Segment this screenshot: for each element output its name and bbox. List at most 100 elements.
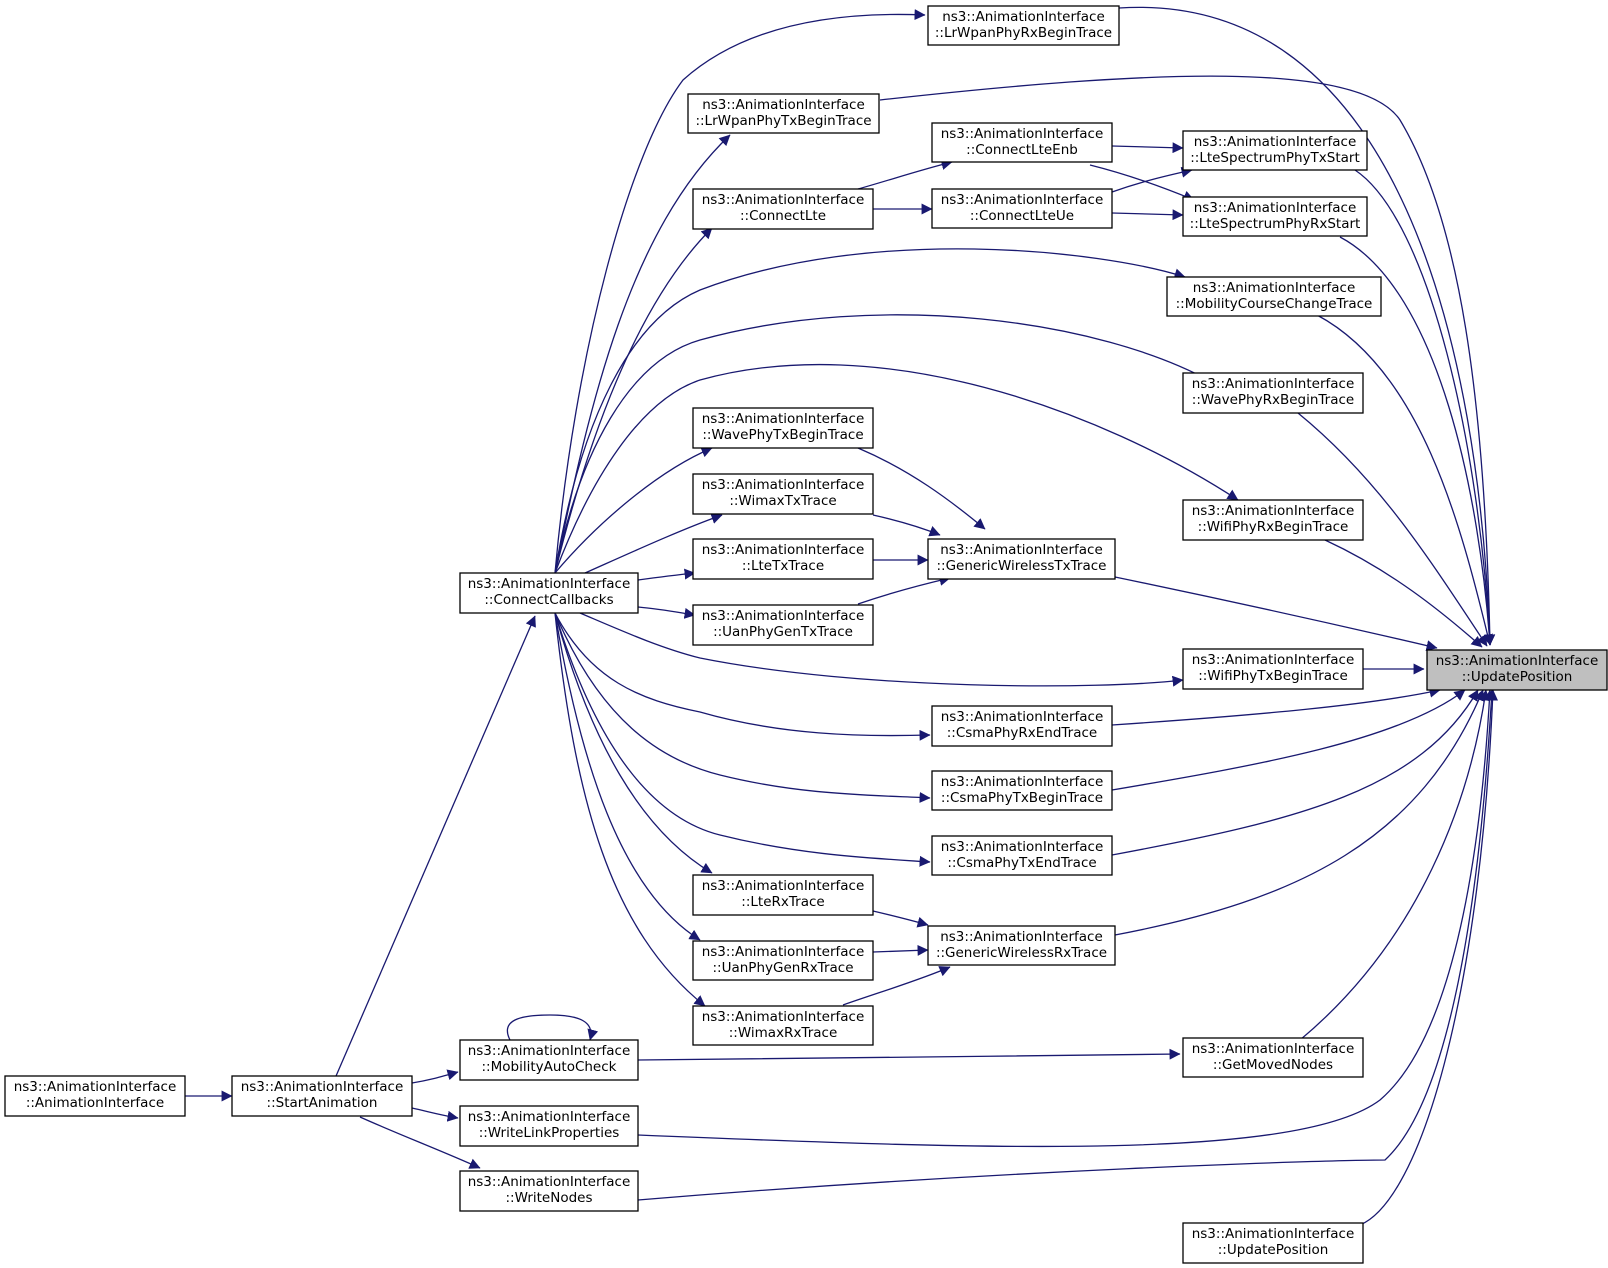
edge-cb-csmarx	[554, 612, 931, 741]
node-updateposition[interactable]: ns3::AnimationInterface::UpdatePosition	[1426, 649, 1608, 691]
edge-lrrx-root	[1118, 6, 1496, 646]
node-box	[692, 604, 874, 646]
node-lterxtrace[interactable]: ns3::AnimationInterface::LteRxTrace	[692, 874, 874, 916]
edge-cb-mob	[554, 248, 1186, 574]
node-connectlte[interactable]: ns3::AnimationInterface::ConnectLte	[692, 188, 874, 230]
node-mobilityautocheck[interactable]: ns3::AnimationInterface::MobilityAutoChe…	[459, 1039, 639, 1081]
node-function-label: ::CsmaPhyRxEndTrace	[947, 725, 1098, 741]
edge-cb-lrrx	[554, 9, 926, 574]
edge-mac-self	[506, 1014, 599, 1041]
node-connectcallbacks[interactable]: ns3::AnimationInterface::ConnectCallback…	[459, 572, 639, 614]
node-namespace-label: ns3::AnimationInterface	[702, 411, 865, 427]
edge-gtx-root	[1114, 576, 1438, 651]
node-namespace-label: ns3::AnimationInterface	[702, 192, 865, 208]
edge-enb-ltetxs	[1111, 142, 1184, 154]
edge-cb-wavetx	[554, 447, 713, 574]
edge-ltetxs-root	[1354, 169, 1495, 646]
edge-lterxs-root	[1339, 236, 1495, 646]
node-connectlteenb[interactable]: ns3::AnimationInterface::ConnectLteEnb	[931, 122, 1113, 163]
node-box	[692, 940, 874, 981]
edge-lterx-grx	[872, 910, 929, 928]
edge-start-wn	[359, 1116, 481, 1169]
node-function-label: ::StartAnimation	[267, 1095, 378, 1111]
node-wifiphyrxbegintrace[interactable]: ns3::AnimationInterface::WifiPhyRxBeginT…	[1182, 499, 1364, 541]
node-updateposition[interactable]: ns3::AnimationInterface::UpdatePosition	[1182, 1222, 1364, 1264]
node-function-label: ::UanPhyGenRxTrace	[713, 960, 854, 976]
node-function-label: ::WifiPhyRxBeginTrace	[1198, 519, 1349, 535]
edge-uanrx-grx	[872, 944, 929, 956]
node-box	[692, 1005, 874, 1046]
node-namespace-label: ns3::AnimationInterface	[1194, 134, 1357, 150]
node-function-label: ::CsmaPhyTxBeginTrace	[941, 790, 1103, 806]
node-wavephytxbegintrace[interactable]: ns3::AnimationInterface::WavePhyTxBeginT…	[692, 407, 874, 449]
node-startanimation[interactable]: ns3::AnimationInterface::StartAnimation	[231, 1075, 413, 1117]
node-ltespectrumphytxstart[interactable]: ns3::AnimationInterface::LteSpectrumPhyT…	[1182, 130, 1368, 171]
edge-lrtx-root	[879, 75, 1496, 646]
node-box	[1182, 1037, 1364, 1078]
node-wimaxtxtrace[interactable]: ns3::AnimationInterface::WimaxTxTrace	[692, 473, 874, 515]
node-ltetxtrace[interactable]: ns3::AnimationInterface::LteTxTrace	[692, 538, 874, 580]
node-box	[927, 538, 1116, 580]
node-box	[1426, 649, 1608, 691]
node-function-label: ::LteTxTrace	[742, 558, 824, 574]
node-writelinkproperties[interactable]: ns3::AnimationInterface::WriteLinkProper…	[459, 1105, 639, 1147]
edge-cb-uanrx	[554, 612, 701, 941]
node-box	[927, 5, 1120, 46]
node-box	[1182, 648, 1364, 690]
node-lrwpanphyrxbegintrace[interactable]: ns3::AnimationInterface::LrWpanPhyRxBegi…	[927, 5, 1120, 46]
node-csmaphyrxendtrace[interactable]: ns3::AnimationInterface::CsmaPhyRxEndTra…	[931, 705, 1113, 747]
node-function-label: ::LteSpectrumPhyRxStart	[1190, 216, 1361, 232]
node-function-label: ::LteSpectrumPhyTxStart	[1190, 150, 1360, 166]
node-writenodes[interactable]: ns3::AnimationInterface::WriteNodes	[459, 1170, 639, 1212]
node-function-label: ::AnimationInterface	[26, 1095, 164, 1111]
node-namespace-label: ns3::AnimationInterface	[941, 839, 1104, 855]
node-namespace-label: ns3::AnimationInterface	[942, 9, 1105, 25]
node-lrwpanphytxbegintrace[interactable]: ns3::AnimationInterface::LrWpanPhyTxBegi…	[687, 93, 880, 134]
node-namespace-label: ns3::AnimationInterface	[468, 576, 631, 592]
edge-wimaxtx-gtx	[872, 514, 941, 537]
node-function-label: ::UpdatePosition	[1218, 1242, 1329, 1258]
node-function-label: ::WriteNodes	[505, 1190, 592, 1206]
node-namespace-label: ns3::AnimationInterface	[702, 608, 865, 624]
node-uanphygenrxtrace[interactable]: ns3::AnimationInterface::UanPhyGenRxTrac…	[692, 940, 874, 981]
node-wavephyrxbegintrace[interactable]: ns3::AnimationInterface::WavePhyRxBeginT…	[1182, 372, 1364, 414]
edge-mac-getmoved	[637, 1048, 1181, 1061]
node-box	[1182, 196, 1368, 237]
edge-cb-lterx	[554, 612, 713, 874]
node-animationinterface[interactable]: ns3::AnimationInterface::AnimationInterf…	[4, 1075, 186, 1117]
node-csmaphytxendtrace[interactable]: ns3::AnimationInterface::CsmaPhyTxEndTra…	[931, 835, 1113, 876]
node-wimaxrxtrace[interactable]: ns3::AnimationInterface::WimaxRxTrace	[692, 1005, 874, 1046]
node-namespace-label: ns3::AnimationInterface	[702, 1009, 865, 1025]
node-getmovednodes[interactable]: ns3::AnimationInterface::GetMovedNodes	[1182, 1037, 1364, 1078]
node-wifiphytxbegintrace[interactable]: ns3::AnimationInterface::WifiPhyTxBeginT…	[1182, 648, 1364, 690]
node-box	[459, 1170, 639, 1212]
node-namespace-label: ns3::AnimationInterface	[702, 477, 865, 493]
node-namespace-label: ns3::AnimationInterface	[1193, 280, 1356, 296]
function-nodes: ns3::AnimationInterface::UpdatePositionn…	[4, 5, 1608, 1264]
node-function-label: ::LteRxTrace	[741, 894, 824, 910]
node-function-label: ::WavePhyRxBeginTrace	[1192, 392, 1354, 408]
edge-wifirx-root	[1324, 539, 1483, 648]
node-uanphygentxtrace[interactable]: ns3::AnimationInterface::UanPhyGenTxTrac…	[692, 604, 874, 646]
node-box	[4, 1075, 186, 1117]
node-connectlteue[interactable]: ns3::AnimationInterface::ConnectLteUe	[931, 188, 1113, 229]
node-mobilitycoursechangetrace[interactable]: ns3::AnimationInterface::MobilityCourseC…	[1166, 276, 1382, 317]
node-ltespectrumphyrxstart[interactable]: ns3::AnimationInterface::LteSpectrumPhyR…	[1182, 196, 1368, 237]
node-csmaphytxbegintrace[interactable]: ns3::AnimationInterface::CsmaPhyTxBeginT…	[931, 770, 1113, 811]
node-namespace-label: ns3::AnimationInterface	[1192, 652, 1355, 668]
node-namespace-label: ns3::AnimationInterface	[941, 192, 1104, 208]
node-function-label: ::GenericWirelessRxTrace	[936, 945, 1107, 961]
call-edges	[185, 6, 1499, 1226]
edge-uantx-gtx	[857, 575, 951, 605]
node-namespace-label: ns3::AnimationInterface	[1436, 653, 1599, 669]
node-namespace-label: ns3::AnimationInterface	[1194, 200, 1357, 216]
node-genericwirelesstxtrace[interactable]: ns3::AnimationInterface::GenericWireless…	[927, 538, 1116, 580]
node-box	[692, 538, 874, 580]
node-namespace-label: ns3::AnimationInterface	[941, 126, 1104, 142]
node-genericwirelessrxtrace[interactable]: ns3::AnimationInterface::GenericWireless…	[927, 925, 1116, 966]
node-function-label: ::LrWpanPhyRxBeginTrace	[935, 25, 1112, 41]
edge-cb-wimaxtx	[584, 513, 723, 574]
node-box	[931, 122, 1113, 163]
node-box	[692, 874, 874, 916]
node-namespace-label: ns3::AnimationInterface	[468, 1174, 631, 1190]
